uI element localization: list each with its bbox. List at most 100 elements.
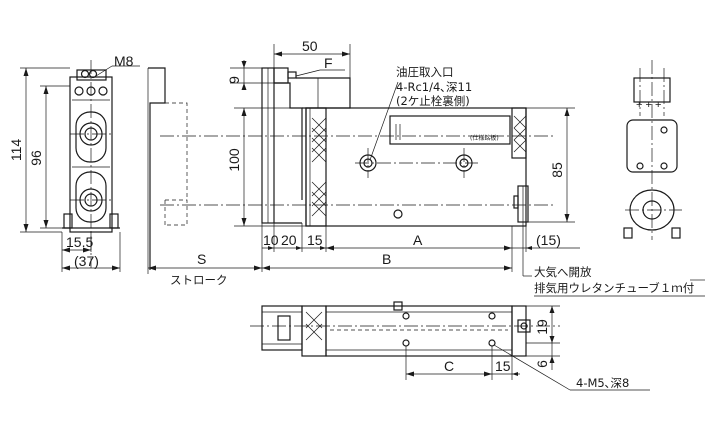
arrowhead: [23, 68, 29, 76]
m8-label: M8: [114, 53, 134, 69]
end-fitting: [671, 227, 681, 239]
bottom-rear-cap: [511, 305, 527, 357]
bottom-bracket-block: [277, 315, 291, 341]
f-label: F: [324, 55, 333, 71]
bottom-head: [301, 305, 327, 357]
arrowhead: [62, 247, 70, 253]
arrowhead: [241, 61, 247, 68]
dim-S: S: [197, 251, 206, 267]
bottom-body: [325, 305, 513, 357]
dim-10: 10: [263, 232, 279, 248]
m8-leader: [95, 65, 113, 77]
bottom-bracket: [261, 305, 303, 351]
arrowhead: [262, 265, 270, 271]
front-view: M8 114 96 15.5 (37): [8, 53, 140, 272]
stroke-label: ストローク: [170, 273, 228, 287]
cylinder-body: [305, 107, 527, 227]
arrowhead: [564, 214, 570, 222]
arrowhead: [268, 246, 274, 250]
dim-37: (37): [74, 253, 99, 269]
stroke-ghost-outline: [148, 67, 166, 270]
nameplate-label: (仕様銘板): [470, 134, 499, 142]
arrowhead: [83, 247, 91, 253]
stroke-ghost-hidden: [165, 102, 188, 200]
bracket-fitting: [287, 71, 297, 79]
arrowhead: [406, 371, 414, 377]
front-top-cap: [76, 69, 107, 81]
rear-cap-upper: [511, 107, 527, 159]
end-bolt: [636, 162, 644, 170]
arrowhead: [504, 245, 512, 251]
bottom-head-hatching: [305, 311, 323, 341]
arrowhead: [241, 108, 247, 116]
oil-port-note-1: 油圧取入口: [396, 65, 454, 79]
arrowhead: [43, 220, 49, 228]
end-body: [626, 119, 678, 173]
front-fitting: [88, 69, 98, 79]
arrowhead: [526, 246, 532, 250]
arrowhead: [564, 108, 570, 116]
arrowhead: [512, 372, 518, 376]
plug: [393, 209, 403, 219]
dim-15-5: 15.5: [66, 234, 93, 250]
dim-B: B: [382, 251, 391, 267]
dim-6: 6: [534, 360, 550, 368]
arrowhead: [148, 265, 156, 271]
bottom-view: 19 6 C 15 4-M5､深8: [250, 301, 650, 391]
dim-114: 114: [8, 139, 24, 162]
end-fitting: [623, 227, 633, 239]
arrowhead: [62, 265, 70, 271]
exhaust-note-2: 排気用ウレタンチューブ１ｍ付: [534, 281, 694, 295]
bracket-arm: [274, 82, 303, 200]
exhaust-note-1: 大気へ開放: [534, 265, 592, 279]
arrowhead: [43, 86, 49, 94]
front-fitting: [80, 69, 90, 79]
end-bolt: [660, 162, 668, 170]
front-port: [74, 86, 84, 96]
arrowhead: [549, 336, 555, 343]
end-view: + + +: [623, 60, 682, 240]
end-symbols: + + +: [636, 99, 661, 111]
arrowhead: [241, 83, 247, 90]
arrowhead: [241, 218, 247, 226]
dim-C: C: [444, 358, 454, 374]
side-view: (仕様銘板) 油圧取入口 4-Rc1/4､深11 (2ケ止栓裏側) 50 F: [147, 38, 705, 297]
dim-85: 85: [549, 162, 565, 178]
end-bolt: [660, 126, 668, 134]
front-port: [98, 86, 108, 96]
exhaust-fitting-nut: [513, 195, 519, 209]
arrowhead: [549, 306, 555, 313]
arrowhead: [23, 224, 29, 232]
head-hatching: [311, 117, 327, 217]
arrowhead: [274, 51, 282, 57]
oil-port-leader: [369, 81, 399, 161]
m5-leader: [493, 344, 571, 391]
arrowhead: [326, 245, 334, 251]
bottom-tap-hole: [402, 339, 410, 347]
bottom-tap-hole: [488, 312, 496, 320]
front-bottom-fitting: [63, 213, 73, 229]
arrowhead: [112, 265, 120, 271]
dim-96: 96: [28, 150, 44, 166]
arrowhead: [296, 246, 302, 250]
front-bottom-fitting: [109, 213, 119, 229]
oil-port-note-2: 4-Rc1/4､深11: [396, 80, 472, 94]
arrowhead: [549, 356, 555, 363]
arrowhead: [504, 265, 512, 271]
dim-100: 100: [226, 148, 242, 172]
arrowhead: [254, 265, 262, 271]
arrowhead: [342, 51, 350, 57]
rear-hatching: [513, 115, 527, 153]
arrowhead: [320, 246, 326, 250]
front-head: [305, 107, 327, 227]
nameplate: [389, 115, 511, 145]
dim-15-ref: (15): [536, 232, 561, 248]
bottom-tap-hole: [402, 312, 410, 320]
m5-note: 4-M5､深8: [576, 376, 629, 390]
arrowhead: [484, 371, 492, 377]
f-leader: [295, 69, 321, 77]
dim-9: 9: [226, 76, 242, 84]
rod-end-block: [296, 77, 351, 109]
stroke-ghost-hidden: [165, 199, 188, 226]
